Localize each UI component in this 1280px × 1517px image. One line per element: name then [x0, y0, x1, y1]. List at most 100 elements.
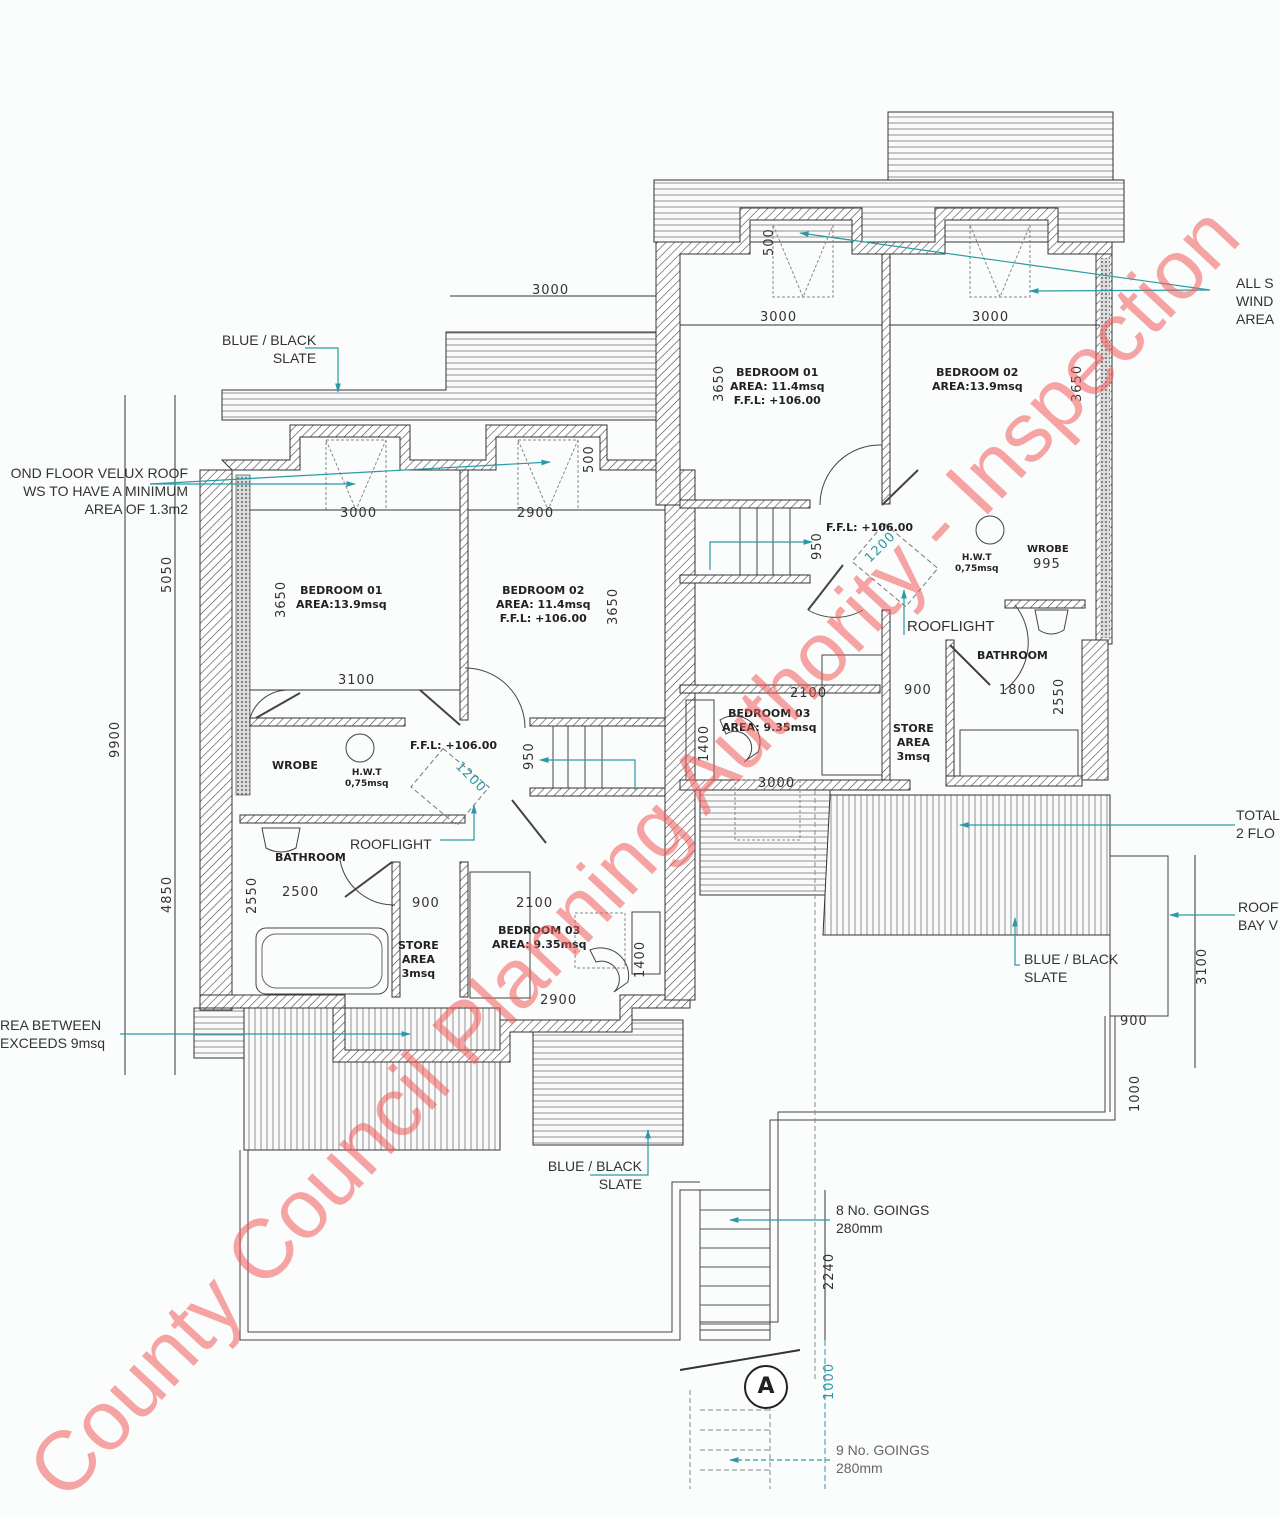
dim-right-window-depth: 500: [762, 228, 777, 256]
right-bedroom-01-label: BEDROOM 01 AREA: 11.4msq F.F.L: +106.00: [730, 366, 824, 408]
leader-arrows: [120, 231, 1235, 1463]
area-between-line-2: EXCEEDS 9msq: [0, 1035, 106, 1051]
section-marker-a[interactable]: A: [744, 1365, 788, 1409]
left-store-label: STORE AREA 3msq: [398, 939, 439, 981]
store-line-2: AREA: [401, 953, 435, 966]
dim-right-bay-offset: 1000: [1128, 1074, 1143, 1112]
all-windows-line-1: ALL S: [1236, 275, 1274, 291]
hwt-line-1: H.W.T: [961, 553, 992, 563]
slate-line-1: BLUE / BLACK: [222, 332, 317, 348]
goings-upper-note: 8 No. GOINGS 280mm: [836, 1201, 929, 1237]
dim-right-bed03-depth: 1400: [697, 724, 712, 762]
left-hwt-label: H.W.T 0,75msq: [345, 768, 388, 790]
dim-left-bed02-top: 2900: [517, 506, 555, 521]
hwt-line-2: 0,75msq: [955, 564, 999, 574]
room-name: BEDROOM 01: [300, 584, 383, 597]
right-unit-walls: [655, 207, 1169, 1112]
left-bedroom-03-label: BEDROOM 03 AREA: 9.35msq: [492, 924, 586, 952]
room-area: AREA: 11.4msq: [730, 380, 825, 393]
dim-right-stair-width: 950: [810, 532, 825, 560]
dim-left-bed03-bottom: 2900: [540, 993, 578, 1008]
slate-note-bottom-middle: BLUE / BLACK SLATE: [530, 1157, 642, 1193]
dimension-lines: [124, 295, 1196, 1340]
room-area: AREA: 11.4msq: [496, 598, 591, 611]
room-name: BEDROOM 01: [736, 366, 819, 379]
velux-line-1: OND FLOOR VELUX ROOF: [10, 465, 188, 481]
room-area: AREA:13.9msq: [296, 598, 387, 611]
store-line-3: 3msq: [896, 750, 931, 763]
goings-lower-line-1: 9 No. GOINGS: [836, 1442, 930, 1458]
velux-line-2: WS TO HAVE A MINIMUM: [23, 483, 188, 499]
right-store-label: STORE AREA 3msq: [893, 722, 934, 764]
dim-right-top-overhang: 3000: [532, 283, 570, 298]
dim-right-bay-depth: 3100: [1195, 947, 1210, 985]
dim-right-bed02-depth: 3650: [1070, 364, 1085, 402]
hwt-line-2: 0,75msq: [345, 779, 389, 789]
total-line-1: TOTAL: [1236, 807, 1280, 823]
all-windows-line-3: AREA: [1236, 311, 1275, 327]
dim-landing-run: 1000: [822, 1362, 837, 1400]
right-hwt-label: H.W.T 0,75msq: [955, 553, 998, 575]
dim-left-stair-width: 950: [522, 742, 537, 770]
slate-bm-line-1: BLUE / BLACK: [547, 1158, 642, 1174]
velux-note: OND FLOOR VELUX ROOF WS TO HAVE A MINIMU…: [0, 464, 188, 518]
room-name: BEDROOM 03: [498, 924, 581, 937]
room-name: BEDROOM 02: [936, 366, 1019, 379]
roof-slate-areas: [193, 111, 1125, 1151]
all-windows-note: ALL S WIND AREA: [1236, 274, 1274, 328]
area-between-note: REA BETWEEN EXCEEDS 9msq: [0, 1016, 105, 1052]
dim-overall-depth: 9900: [108, 720, 123, 758]
roof-bay-line-2: BAY V: [1238, 917, 1278, 933]
room-name: BEDROOM 03: [728, 707, 811, 720]
left-bedroom-01-label: BEDROOM 01 AREA:13.9msq: [296, 584, 387, 612]
dim-right-bed01-width: 3000: [760, 310, 798, 325]
slate-br-line-2: SLATE: [1024, 969, 1068, 985]
hwt-line-1: H.W.T: [351, 768, 382, 778]
room-area: AREA: 9.35msq: [492, 938, 587, 951]
store-line-1: STORE: [398, 939, 439, 952]
dim-left-bath-width: 2500: [282, 885, 320, 900]
total-line-2: 2 FLO: [1236, 825, 1275, 841]
dim-left-bed02-depth: 3650: [606, 587, 621, 625]
right-landing-ffl: F.F.L: +106.00: [826, 521, 914, 534]
velux-line-3: AREA OF 1.3m2: [84, 501, 188, 517]
dim-right-bay-width: 900: [1120, 1014, 1148, 1029]
dim-left-bed01-top: 3000: [340, 506, 378, 521]
room-ffl: F.F.L: +106.00: [733, 394, 821, 407]
dim-right-store-width: 900: [904, 683, 932, 698]
right-bedroom-02-label: BEDROOM 02 AREA:13.9msq: [932, 366, 1023, 394]
dim-lower-depth: 4850: [160, 875, 175, 913]
left-bathroom-label: BATHROOM: [275, 851, 346, 864]
dim-right-bed03-width: 2100: [790, 686, 828, 701]
dim-left-bath-depth: 2550: [245, 876, 260, 914]
dim-right-bed03-bottom: 3000: [758, 776, 796, 791]
left-bedroom-02-label: BEDROOM 02 AREA: 11.4msq F.F.L: +106.00: [496, 584, 590, 626]
dim-right-wrobe: 995: [1033, 557, 1061, 572]
roof-bay-note: ROOF BAY V: [1238, 898, 1278, 934]
dim-left-window-depth: 500: [582, 445, 597, 473]
left-landing-ffl: F.F.L: +106.00: [410, 739, 498, 752]
slate-bm-line-2: SLATE: [598, 1176, 642, 1192]
slate-note-bottom-right: BLUE / BLACK SLATE: [1024, 950, 1118, 986]
right-bathroom-label: BATHROOM: [977, 649, 1048, 662]
room-ffl: F.F.L: +106.00: [499, 612, 587, 625]
room-name: BEDROOM 02: [502, 584, 585, 597]
dim-right-bath-depth: 2550: [1052, 677, 1067, 715]
roof-bay-line-1: ROOF: [1238, 899, 1279, 915]
store-line-1: STORE: [893, 722, 934, 735]
dim-right-bath-width: 1800: [999, 683, 1037, 698]
dim-left-bed01-bottom: 3100: [338, 673, 376, 688]
store-line-2: AREA: [896, 736, 930, 749]
slate-br-line-1: BLUE / BLACK: [1024, 951, 1119, 967]
goings-upper-line-1: 8 No. GOINGS: [836, 1202, 930, 1218]
right-rooflight-label: ROOFLIGHT: [907, 618, 995, 635]
right-wrobe-label: WROBE: [1027, 544, 1069, 555]
dim-left-store-width: 900: [412, 896, 440, 911]
dim-stair-run: 2240: [822, 1252, 837, 1290]
left-rooflight-label: ROOFLIGHT: [350, 836, 432, 852]
dim-right-bed02-width: 3000: [972, 310, 1010, 325]
right-bedroom-03-label: BEDROOM 03 AREA: 9.35msq: [722, 707, 816, 735]
all-windows-line-2: WIND: [1236, 293, 1274, 309]
store-line-3: 3msq: [401, 967, 436, 980]
